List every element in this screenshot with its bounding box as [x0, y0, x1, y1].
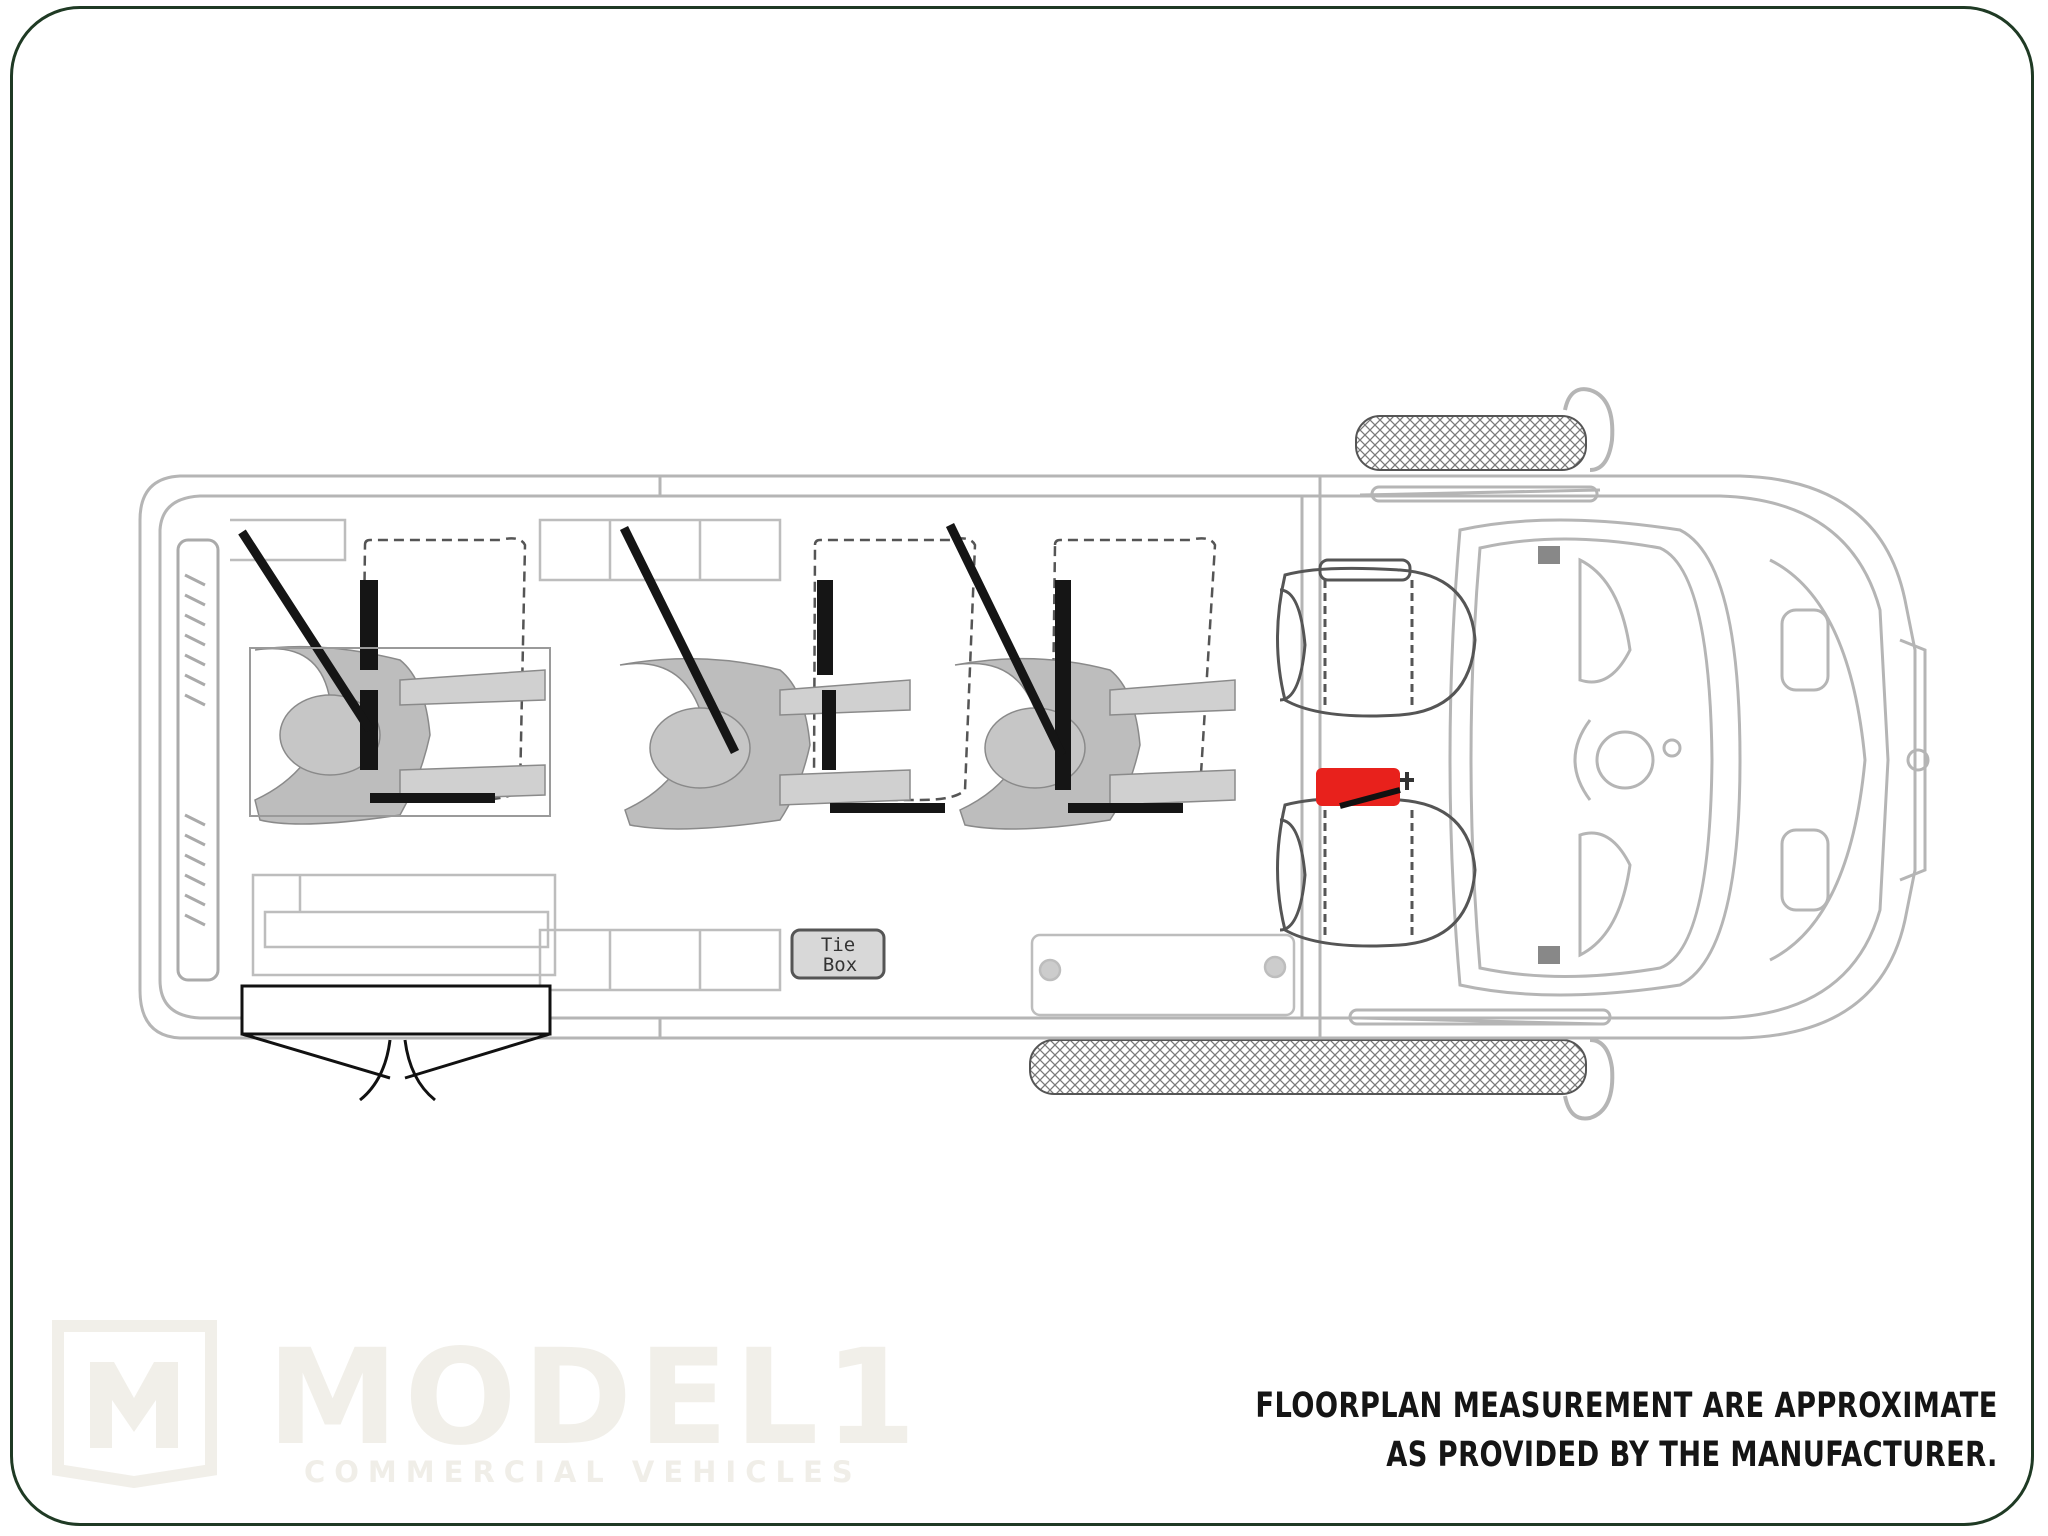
disclaimer-line-1: FLOORPLAN MEASUREMENT ARE APPROXIMATE: [1255, 1386, 1998, 1426]
wheelchair-position-2: [619, 526, 977, 830]
rear-vents: [176, 538, 220, 982]
model1-logo: MODEL1 COMMERCIAL VEHICLES: [52, 1320, 916, 1490]
mirror-top: [1563, 387, 1615, 472]
mirror-bottom: [1563, 1038, 1615, 1121]
mirror-step-bottom: [1029, 1039, 1587, 1095]
passenger-seat: [1276, 796, 1477, 948]
wheelchair-position-1: [238, 529, 551, 825]
disclaimer-line-2: AS PROVIDED BY THE MANUFACTURER.: [1386, 1435, 1998, 1475]
fire-extinguisher-icon: [1316, 768, 1414, 809]
tie-box-label-line2: Box: [823, 954, 857, 976]
wheelchair-position-3: [945, 523, 1236, 830]
model1-mark-icon: [52, 1320, 217, 1488]
tie-box-label-line1: Tie: [821, 934, 855, 956]
disclaimer: FLOORPLAN MEASUREMENT ARE APPROXIMATE AS…: [1256, 1382, 1998, 1480]
driver-seat: [1276, 558, 1477, 718]
logo-tagline: COMMERCIAL VEHICLES: [304, 1455, 862, 1489]
interior-trim: [230, 518, 1296, 1017]
tie-box: Tie Box: [790, 928, 886, 980]
van-body: [138, 474, 1930, 1040]
rear-lift: [240, 984, 552, 1102]
logo-wordmark: MODEL1: [267, 1321, 923, 1475]
mirror-step-top: [1355, 415, 1587, 471]
